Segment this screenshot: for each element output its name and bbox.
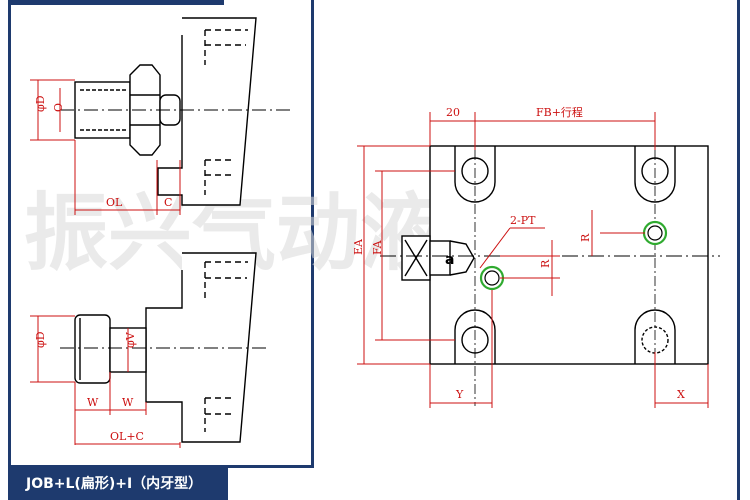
mount-slot-bl [454,309,496,364]
label-y: Y [455,388,464,401]
label-fb-stroke: FB+行程 [536,106,583,119]
right-edge-rule [737,0,740,500]
label-ol: OL [106,196,123,209]
label-ol-c: OL+C [110,430,144,443]
label-phi-d-bottom: φD [34,331,47,348]
label-c: C [164,196,172,209]
label-x: X [677,388,685,401]
dims-top-left [30,79,181,215]
body-outline-bottom [145,252,257,443]
label-r-left: R [539,259,552,268]
label-20: 20 [446,106,460,119]
dims-right [357,112,709,408]
label-w-right: W [122,396,134,409]
label-2-pt: 2-PT [510,214,536,227]
rod-end-flat-view [60,252,270,443]
frame-top-bar [8,0,224,5]
left-panel-frame [8,0,314,468]
mount-slot-tl [454,146,496,203]
body-outline-top [157,17,257,206]
mount-slot-br [634,309,676,364]
label-phi-d-top: φD [34,95,47,112]
label-r-right: R [579,233,592,242]
label-w-left: W [87,396,99,409]
svg-text:a: a [445,252,454,268]
label-fa: FA [371,239,384,255]
label-o-top: O [52,103,65,112]
label-phi-v: φV [124,331,137,348]
figure-caption: JOB+L(扁形)+I（内牙型） [8,468,228,500]
rod-end-male-view [60,17,290,206]
cylinder-block-front: a [380,145,720,406]
label-ea: EA [352,238,365,255]
mount-slot-tr [634,146,676,203]
dims-bottom-left [30,315,181,448]
pt-ports [479,220,668,291]
